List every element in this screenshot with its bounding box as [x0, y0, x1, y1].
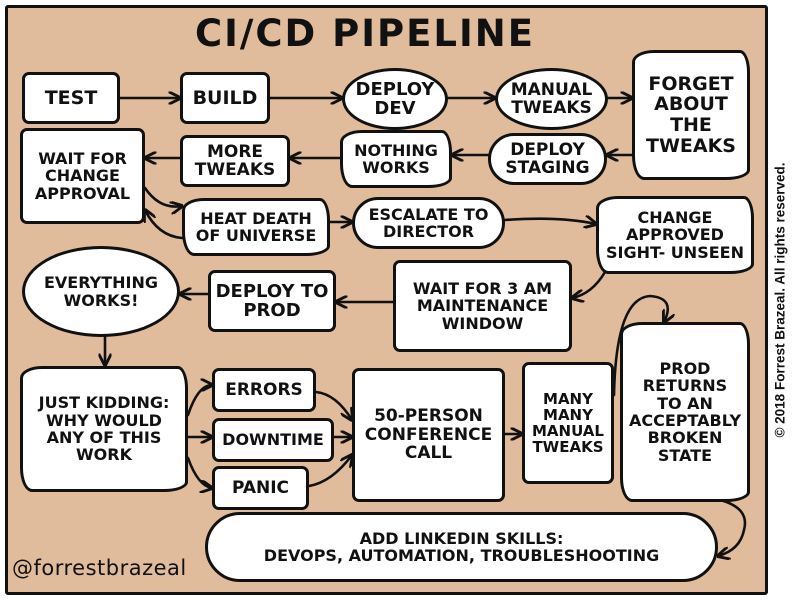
node-deploy-dev: DEPLOY DEV — [342, 68, 448, 130]
node-change-approved-sight-unseen: CHANGE APPROVED SIGHT- UNSEEN — [596, 196, 754, 274]
diagram-title: CI/CD PIPELINE — [194, 12, 536, 55]
node-nothing-works: NOTHING WORKS — [340, 130, 452, 188]
node-heat-death-of-universe: HEAT DEATH OF UNIVERSE — [182, 198, 330, 256]
node-prod-returns-to-acceptably-broken-state: PROD RETURNS TO AN ACCEPTABLY BROKEN STA… — [620, 322, 750, 502]
node-50-person-conference-call: 50-PERSON CONFERENCE CALL — [352, 368, 505, 502]
node-wait-for-change-approval: WAIT FOR CHANGE APPROVAL — [20, 128, 145, 224]
node-test: TEST — [22, 72, 120, 124]
copyright-notice: © 2018 Forrest Brazeal. All rights reser… — [772, 162, 788, 438]
node-deploy-staging: DEPLOY STAGING — [488, 133, 607, 185]
node-deploy-to-prod: DEPLOY TO PROD — [208, 270, 336, 332]
node-everything-works: EVERYTHING WORKS! — [22, 246, 180, 337]
node-add-linkedin-skills: ADD LINKEDIN SKILLS: DEVOPS, AUTOMATION,… — [205, 512, 718, 582]
node-escalate-to-director: ESCALATE TO DIRECTOR — [352, 197, 505, 249]
node-downtime: DOWNTIME — [212, 418, 334, 462]
node-manual-tweaks: MANUAL TWEAKS — [495, 68, 608, 130]
author-handle: @forrestbrazeal — [12, 556, 187, 580]
node-panic: PANIC — [212, 466, 309, 510]
node-build: BUILD — [180, 72, 270, 124]
node-many-many-manual-tweaks: MANY MANY MANUAL TWEAKS — [522, 362, 614, 484]
node-wait-for-3am-maintenance-window: WAIT FOR 3 AM MAINTENANCE WINDOW — [393, 260, 572, 352]
node-errors: ERRORS — [212, 368, 316, 412]
node-more-tweaks: MORE TWEAKS — [180, 135, 290, 187]
node-forget-about-the-tweaks: FORGET ABOUT THE TWEAKS — [632, 50, 750, 180]
node-just-kidding: JUST KIDDING: WHY WOULD ANY OF THIS WORK — [20, 366, 188, 492]
